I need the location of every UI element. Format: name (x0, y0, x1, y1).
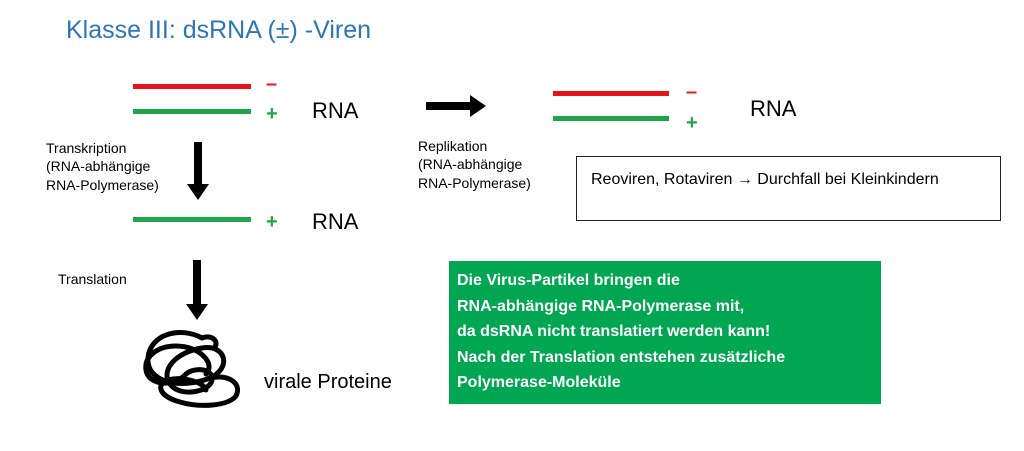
transcription-label: Transkription (RNA-abhängige RNA-Polymer… (46, 139, 159, 194)
info-line-1: Die Virus-Partikel bringen die (457, 272, 680, 289)
rna-label-mrna: RNA (312, 209, 359, 234)
transcription-line-1: Transkription (46, 140, 127, 156)
info-line-5: Polymerase-Moleküle (457, 374, 621, 391)
replication-line-3: RNA-Polymerase) (418, 174, 531, 191)
rna-label-left: RNA (312, 98, 359, 123)
plus-sign-right: + (686, 112, 698, 134)
info-line-4: Nach der Translation entstehen zusätzlic… (457, 348, 786, 366)
minus-sign-left: – (266, 73, 278, 95)
mrna-strand (133, 217, 251, 222)
info-line-2: RNA-abhängige RNA-Polymerase mit, (457, 297, 745, 315)
info-line-3: da dsRNA nicht translatiert werden kann! (457, 323, 771, 340)
transcription-line-2: (RNA-abhängige (46, 158, 151, 175)
protein-squiggle-icon (143, 330, 240, 408)
minus-sign-right: – (686, 81, 698, 103)
minus-strand-left (133, 84, 251, 89)
transcription-line-3: RNA-Polymerase) (46, 176, 159, 193)
replication-arrow-icon (426, 95, 486, 117)
viral-proteins-label: virale Proteine (264, 371, 392, 393)
replication-line-1: Replikation (418, 138, 488, 154)
plus-sign-mrna: + (266, 211, 278, 233)
minus-strand-right (553, 91, 669, 96)
info-box: Die Virus-Partikel bringen die RNA-abhän… (449, 261, 881, 404)
replication-line-2: (RNA-abhängige (418, 156, 523, 173)
plus-strand-right (553, 116, 669, 121)
replication-label: Replikation (RNA-abhängige RNA-Polymeras… (418, 137, 531, 192)
transcription-arrow-icon (187, 142, 209, 200)
plus-strand-left (133, 109, 251, 114)
translation-label: Translation (58, 271, 127, 287)
plus-sign-left: + (266, 103, 278, 125)
page-title: Klasse III: dsRNA (±) -Viren (66, 16, 372, 44)
rna-label-right: RNA (750, 96, 797, 121)
example-note-box: Reoviren, Rotaviren → Durchfall bei Klei… (576, 156, 1001, 221)
translation-arrow-icon (186, 260, 208, 320)
